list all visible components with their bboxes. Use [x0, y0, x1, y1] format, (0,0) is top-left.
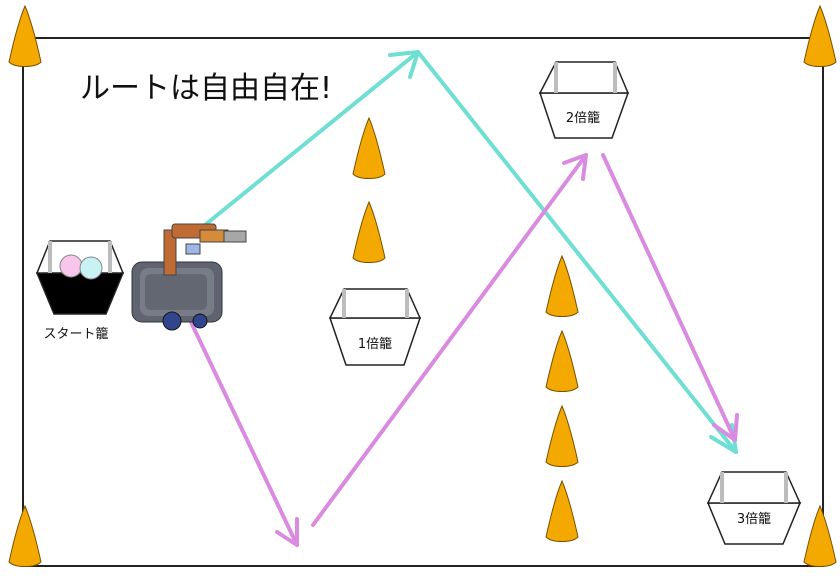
cone-right-3 — [545, 405, 579, 467]
basket-three: 3倍籠 — [706, 471, 802, 545]
cone-middle-1 — [352, 117, 386, 179]
route-cyan — [203, 50, 738, 454]
cone-corner-top-right — [803, 5, 837, 67]
basket-two: 2倍籠 — [538, 61, 630, 139]
route-magenta-arrowhead-2 — [562, 153, 588, 181]
cone-middle-2 — [352, 201, 386, 263]
route-magenta-path-1 — [188, 318, 299, 547]
route-magenta-arrowhead-1 — [275, 517, 299, 547]
route-magenta-path-3 — [601, 153, 737, 442]
page-title: ルートは自由自在! — [80, 71, 332, 106]
basket-start-body — [35, 272, 125, 315]
ball-cyan — [79, 256, 103, 280]
cone-corner-bottom-left — [8, 505, 42, 567]
cone-corner-bottom-right — [803, 505, 837, 567]
cone-right-2 — [545, 330, 579, 392]
cone-right-1 — [545, 255, 579, 317]
basket-two-label: 2倍籠 — [566, 110, 600, 126]
basket-start-label: スタート籠 — [43, 326, 108, 342]
ball-pink — [59, 254, 83, 278]
obstacle-cones-right — [545, 255, 579, 542]
route-magenta — [188, 153, 739, 547]
basket-one-label: 1倍籠 — [358, 336, 392, 352]
route-cyan-arrowhead-1 — [388, 50, 420, 79]
route-magenta-path-2 — [311, 153, 588, 527]
basket-one: 1倍籠 — [328, 288, 422, 366]
route-cyan-path — [203, 50, 738, 454]
cone-corner-top-left — [8, 5, 42, 67]
basket-start: スタート籠 — [35, 240, 125, 342]
cone-right-4 — [545, 480, 579, 542]
route-magenta-arrowhead-3 — [712, 413, 739, 442]
basket-three-label: 3倍籠 — [737, 511, 771, 527]
obstacle-cones-middle — [352, 117, 386, 263]
robot-arm-icon — [131, 223, 247, 331]
field-border — [22, 37, 824, 567]
